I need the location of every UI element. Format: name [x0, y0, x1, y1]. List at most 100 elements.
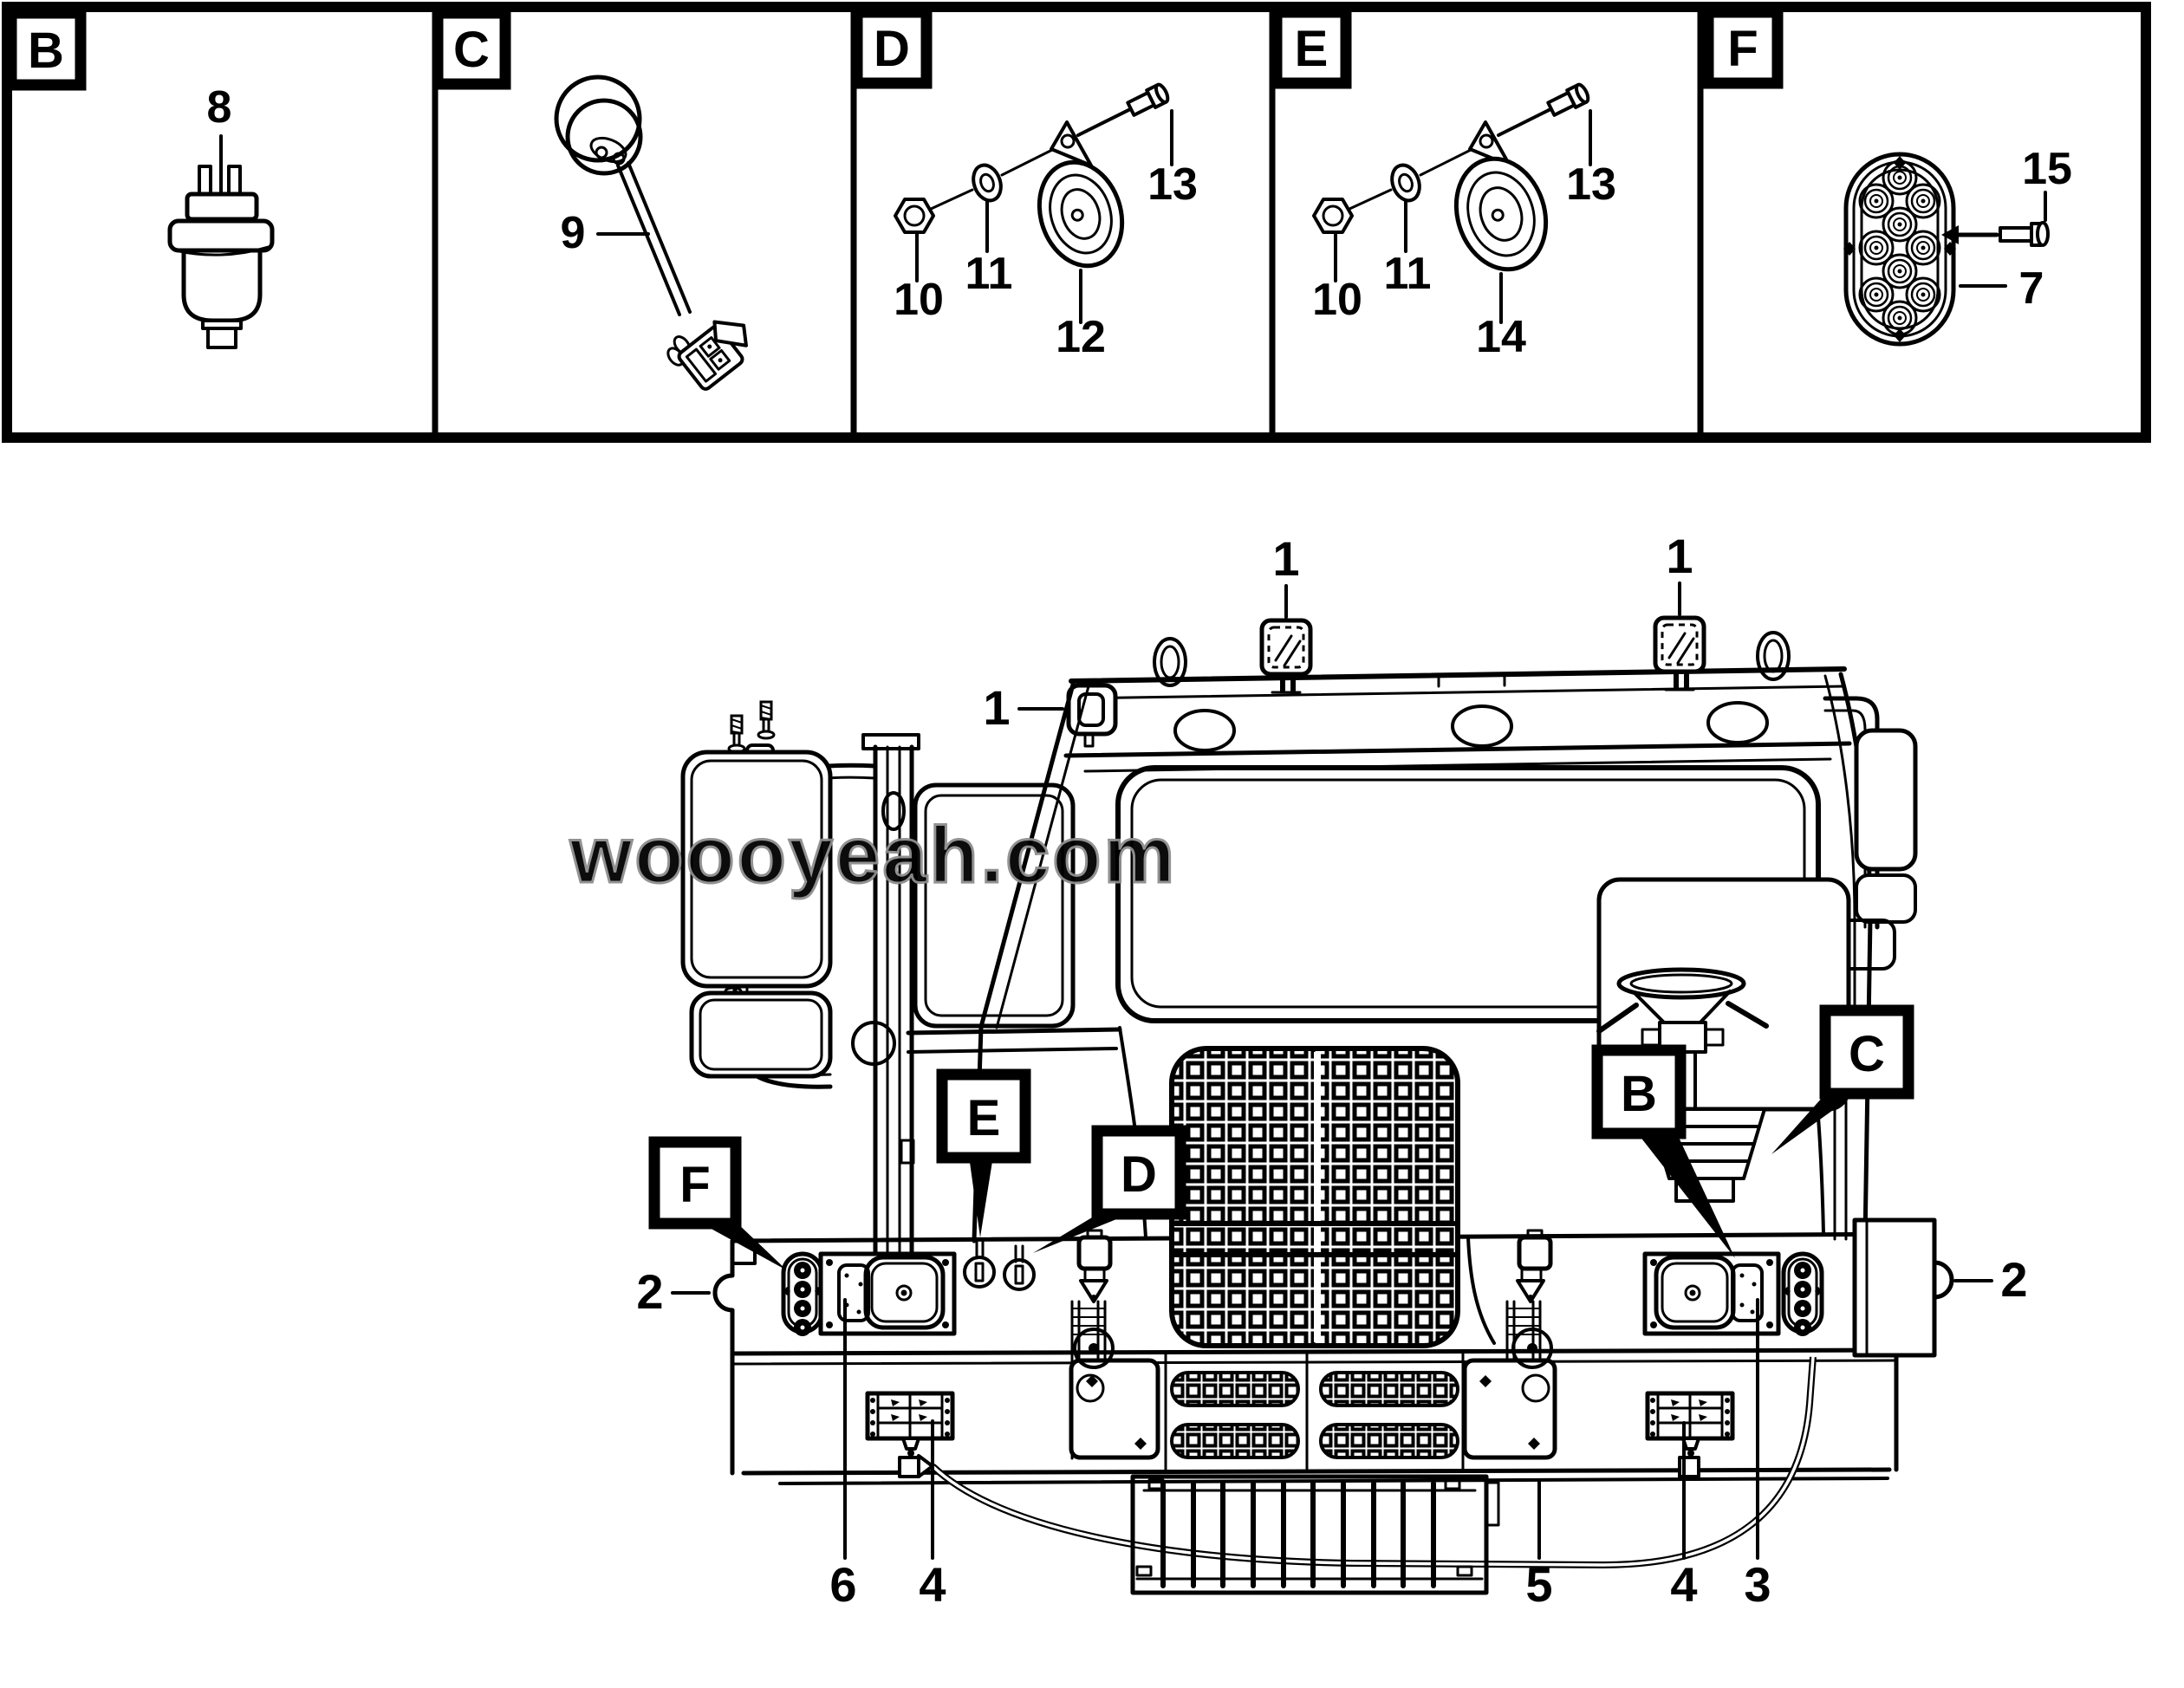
panel-b: B 8	[5, 7, 275, 349]
washer-11	[1390, 163, 1421, 203]
horn-bracket-left	[1069, 1229, 1160, 1460]
bumper-vent	[1170, 1371, 1300, 1407]
label-part-11: 11	[965, 249, 1013, 299]
callout-b-letter: B	[1621, 1066, 1657, 1122]
panel-c: C 9	[432, 7, 748, 391]
mirror-glass-left	[680, 750, 833, 989]
panel-f-letter-box	[1702, 6, 1784, 89]
cab-edge-left	[972, 682, 1076, 1243]
panel-d-letter: D	[874, 21, 910, 77]
panel-f-letter: F	[1727, 21, 1758, 77]
label-part-10: 10	[894, 275, 944, 325]
callout-e: E	[936, 1068, 1031, 1237]
label-part-14: 14	[1476, 312, 1526, 362]
strip-border	[2, 2, 2151, 443]
side-marker-left	[712, 1273, 735, 1313]
label-marker-right: 2	[2000, 1252, 2027, 1307]
label-step: 5	[1525, 1557, 1552, 1612]
headlamp-left-lens	[863, 1255, 946, 1330]
bolt-13	[1076, 82, 1170, 137]
panel-e: E	[1271, 6, 1616, 362]
label-part-9: 9	[561, 208, 586, 258]
bumper-vent	[1170, 1423, 1300, 1459]
roof-hook-left	[1153, 637, 1187, 687]
part-9-sender-cable	[554, 75, 748, 391]
side-window-left	[906, 782, 1122, 1054]
label-part-12: 12	[1056, 312, 1106, 362]
panel-e-letter-box	[1271, 6, 1352, 89]
label-part-13: 13	[1147, 159, 1198, 210]
label-headlamp-right: 3	[1744, 1557, 1771, 1612]
callout-f-letter: F	[679, 1157, 710, 1213]
mirror-glass-right	[1854, 728, 1918, 872]
side-marker-right	[1932, 1260, 1954, 1300]
horn-bracket-tab	[1050, 120, 1093, 167]
part-7-led-lamp	[1843, 152, 1956, 347]
apron-line	[778, 1477, 1889, 1485]
roof-hook-right	[1756, 631, 1791, 681]
label-part-10: 10	[1312, 275, 1362, 325]
part-15-screw	[1941, 221, 2050, 247]
plug-d-target	[1003, 1244, 1036, 1291]
horn-disc-14	[1453, 156, 1549, 272]
label-roof-lamp-left: 1	[1272, 531, 1299, 586]
truck-front-illustration: 1 1 1	[636, 529, 2027, 1612]
part-8-sensor	[167, 165, 275, 349]
roof-lamp-right	[1653, 615, 1706, 691]
corner-lamp	[1066, 683, 1118, 748]
headlamp-right-assembly	[1642, 1251, 1824, 1336]
wide-mirror-left	[689, 990, 833, 1079]
wide-mirror-right	[1855, 873, 1917, 924]
fog-lamp-left	[865, 1391, 955, 1478]
parts-panel-strip: B 8 C	[2, 2, 2151, 443]
part-14-horn-exploded	[1312, 82, 1590, 272]
panel-d: D	[851, 6, 1198, 362]
panel-b-letter: B	[28, 23, 64, 79]
panel-c-letter: C	[453, 22, 490, 78]
roof-lamp-left	[1259, 618, 1313, 694]
cab-roof	[1063, 631, 1852, 773]
plug-e-target	[963, 1237, 996, 1289]
label-corner-lamp: 1	[983, 680, 1010, 735]
label-part-15: 15	[2022, 144, 2072, 194]
part-9-connector	[666, 320, 748, 391]
nut-10	[1312, 198, 1354, 234]
label-marker-left: 2	[636, 1264, 663, 1319]
label-fog-right: 4	[1670, 1557, 1697, 1612]
label-part-8: 8	[207, 82, 232, 133]
callout-d: D	[1033, 1125, 1186, 1253]
callout-b: B	[1591, 1044, 1735, 1258]
dash-cutaway	[1596, 877, 1851, 1203]
corner-panel-right	[1852, 1217, 1954, 1358]
horn-disc-12	[1037, 159, 1125, 269]
nut-10	[894, 198, 935, 234]
mirror-screw-icon	[727, 714, 746, 754]
bumper-vent	[1319, 1423, 1459, 1459]
callout-f: F	[648, 1136, 787, 1270]
headlamp-left-assembly	[781, 1251, 957, 1336]
watermark-text: woooyeah.com	[569, 811, 1178, 899]
step-grille	[1130, 1474, 1500, 1595]
arrow-icon	[1941, 225, 1959, 244]
callout-c: C	[1771, 1004, 1914, 1154]
callout-c-letter: C	[1849, 1026, 1885, 1082]
label-part-11: 11	[1384, 249, 1432, 299]
panel-b-letter-box	[5, 7, 87, 91]
label-part-13: 13	[1566, 159, 1616, 210]
panel-c-letter-box	[432, 7, 511, 90]
label-roof-lamp-right: 1	[1666, 529, 1693, 583]
callout-d-letter: D	[1121, 1146, 1157, 1203]
part-12-horn-exploded	[894, 82, 1170, 269]
label-headlamp-left: 6	[829, 1557, 856, 1612]
label-part-7: 7	[2019, 263, 2044, 314]
horn-bracket-right	[1462, 1229, 1557, 1460]
left-mirror-mast	[680, 700, 920, 1324]
panel-e-letter: E	[1295, 21, 1329, 77]
mirror-screw-icon	[757, 700, 776, 740]
fog-lamp-right	[1645, 1391, 1735, 1478]
washer-11	[972, 163, 1003, 203]
panel-d-letter-box	[851, 6, 933, 89]
bumper-vent	[1319, 1371, 1459, 1407]
